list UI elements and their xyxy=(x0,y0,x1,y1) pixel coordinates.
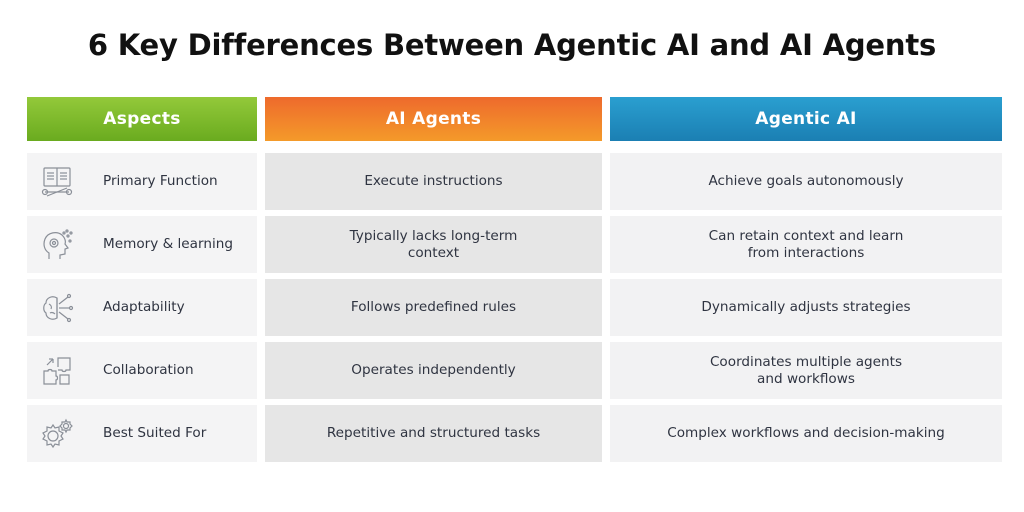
aspect-cell: Adaptability xyxy=(27,279,257,336)
table-row: Memory & learning Typically lacks long-t… xyxy=(27,216,1002,273)
agentic-ai-cell: Can retain context and learn from intera… xyxy=(610,216,1002,273)
aspect-label: Memory & learning xyxy=(103,236,233,252)
aspect-cell: Best Suited For xyxy=(27,405,257,462)
table-header-row: Aspects AI Agents Agentic AI xyxy=(27,97,1002,141)
header-agentic-ai: Agentic AI xyxy=(610,97,1002,141)
ai-agents-cell: Follows predefined rules xyxy=(265,279,602,336)
ai-agents-cell: Repetitive and structured tasks xyxy=(265,405,602,462)
brain-network-icon xyxy=(37,288,77,328)
agentic-ai-cell: Coordinates multiple agents and workflow… xyxy=(610,342,1002,399)
table-row: Best Suited For Repetitive and structure… xyxy=(27,405,1002,462)
gears-icon xyxy=(37,414,77,454)
aspect-cell: Collaboration xyxy=(27,342,257,399)
comparison-table: Aspects AI Agents Agentic AI Primary Fun… xyxy=(27,97,1002,468)
agentic-ai-cell: Achieve goals autonomously xyxy=(610,153,1002,210)
table-row: Adaptability Follows predefined rules Dy… xyxy=(27,279,1002,336)
ai-agents-cell: Operates independently xyxy=(265,342,602,399)
ai-agents-cell: Execute instructions xyxy=(265,153,602,210)
head-circuit-icon xyxy=(37,225,77,265)
manual-wrench-icon xyxy=(37,162,77,202)
header-aspects: Aspects xyxy=(27,97,257,141)
header-ai-agents: AI Agents xyxy=(265,97,602,141)
agentic-ai-cell: Dynamically adjusts strategies xyxy=(610,279,1002,336)
aspect-label: Best Suited For xyxy=(103,425,207,441)
aspect-label: Adaptability xyxy=(103,299,185,315)
aspect-cell: Primary Function xyxy=(27,153,257,210)
aspect-label: Primary Function xyxy=(103,173,218,189)
aspect-cell: Memory & learning xyxy=(27,216,257,273)
table-row: Primary Function Execute instructions Ac… xyxy=(27,153,1002,210)
agentic-ai-cell: Complex workflows and decision-making xyxy=(610,405,1002,462)
aspect-label: Collaboration xyxy=(103,362,194,378)
page-title: 6 Key Differences Between Agentic AI and… xyxy=(87,28,937,62)
puzzle-icon xyxy=(37,351,77,391)
ai-agents-cell: Typically lacks long-term context xyxy=(265,216,602,273)
table-row: Collaboration Operates independently Coo… xyxy=(27,342,1002,399)
